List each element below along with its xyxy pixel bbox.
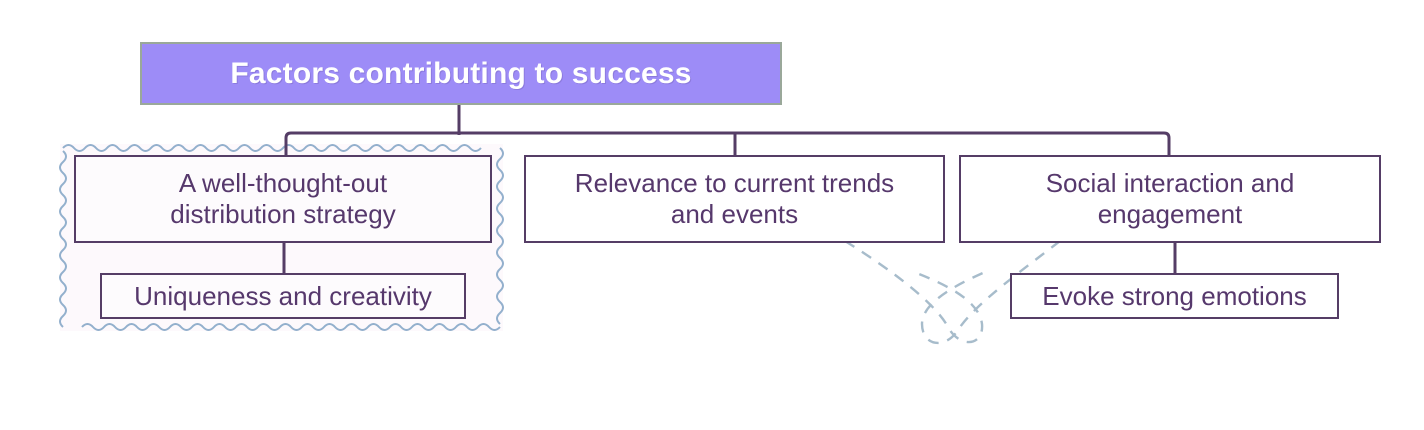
node-social[interactable]: Social interaction and engagement — [959, 155, 1381, 243]
node-uniqueness[interactable]: Uniqueness and creativity — [100, 273, 466, 319]
node-relevance-label: Relevance to current trends and events — [574, 168, 895, 229]
node-relevance[interactable]: Relevance to current trends and events — [524, 155, 945, 243]
node-uniqueness-label: Uniqueness and creativity — [134, 280, 432, 311]
node-social-label: Social interaction and engagement — [1045, 168, 1295, 229]
node-evoke[interactable]: Evoke strong emotions — [1010, 273, 1339, 319]
node-strategy-label: A well-thought-out distribution strategy — [170, 168, 396, 229]
node-evoke-label: Evoke strong emotions — [1042, 280, 1307, 311]
root-node-label: Factors contributing to success — [230, 56, 692, 90]
edge-bus-bar — [284, 131, 1171, 155]
node-strategy[interactable]: A well-thought-out distribution strategy — [74, 155, 492, 243]
root-node-title[interactable]: Factors contributing to success — [140, 42, 782, 105]
dashed-curve-from-relevance — [844, 239, 984, 344]
